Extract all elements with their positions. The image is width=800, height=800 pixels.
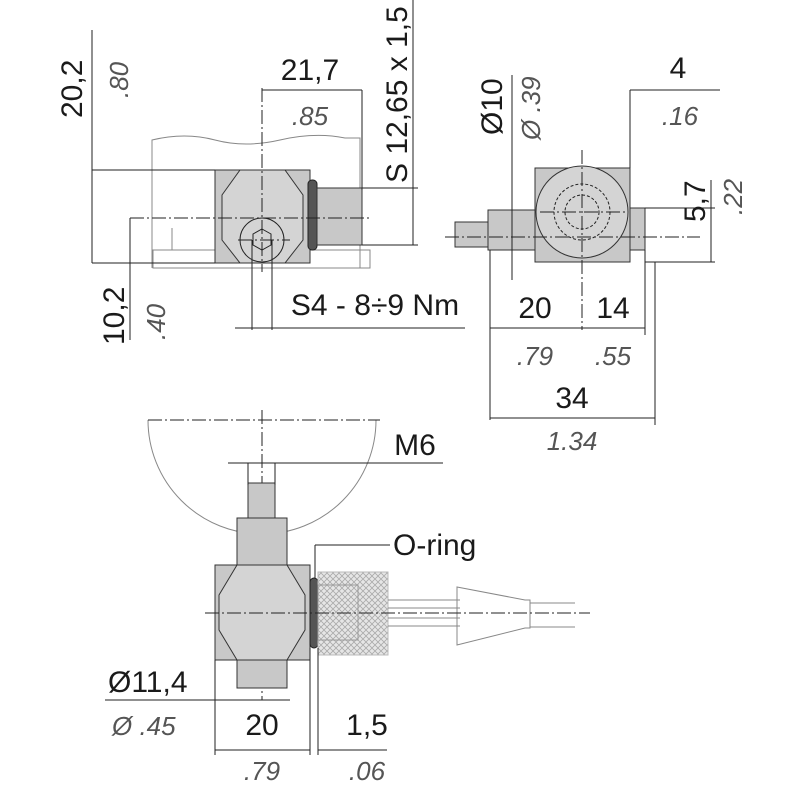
top-total-mm: 34 <box>555 382 588 415</box>
side-height-in: .80 <box>104 61 134 98</box>
m6-thread <box>247 482 276 519</box>
top-diameter-mm: Ø10 <box>476 78 509 135</box>
side-length-in: .85 <box>292 101 329 131</box>
side-view: 20,2 .80 10,2 .40 21,7 .85 S 12,65 x 1,5… <box>56 0 465 345</box>
top-diameter-in: Ø .39 <box>516 76 546 141</box>
torque-label: S4 - 8÷9 Nm <box>291 289 459 322</box>
side-thread-label: S 12,65 x 1,5 <box>381 6 414 183</box>
front-width-mm: 20 <box>245 709 278 742</box>
cable <box>530 602 575 628</box>
side-height-mm: 20,2 <box>56 60 89 118</box>
top-height-mm: 5,7 <box>679 180 712 222</box>
side-length-mm: 21,7 <box>281 54 339 87</box>
front-oring-mm: 1,5 <box>346 709 388 742</box>
top-offset-in: .16 <box>662 101 699 131</box>
side-axis-in: .40 <box>141 303 171 340</box>
bottom-stub <box>236 659 288 689</box>
front-diameter-in: Ø .45 <box>111 711 176 741</box>
right-stub <box>629 207 646 251</box>
top-left-mm: 20 <box>518 292 551 325</box>
o-ring-label: O-ring <box>393 529 476 562</box>
housing-outline <box>151 134 361 268</box>
top-left-in: .79 <box>517 341 553 371</box>
o-ring <box>307 179 318 251</box>
front-view: M6 O-ring Ø11,4 Ø .45 20 .79 1,5 .06 <box>105 410 590 786</box>
top-right-in: .55 <box>595 341 632 371</box>
front-oring-in: .06 <box>349 756 386 786</box>
thread-stub <box>316 187 363 246</box>
top-right-mm: 14 <box>596 292 629 325</box>
left-thread <box>454 221 489 248</box>
top-height-in: .22 <box>718 178 748 215</box>
side-axis-mm: 10,2 <box>98 287 131 345</box>
m6-thread-label: M6 <box>394 429 436 462</box>
top-total-in: 1.34 <box>547 426 598 456</box>
cable-cone <box>456 586 531 646</box>
front-diameter-mm: Ø11,4 <box>108 666 188 699</box>
top-offset-mm: 4 <box>670 52 687 85</box>
front-width-in: .79 <box>244 756 280 786</box>
top-view: Ø10 Ø .39 4 .16 5,7 .22 20 14 .79 .55 34… <box>445 52 748 456</box>
neck <box>236 517 288 569</box>
